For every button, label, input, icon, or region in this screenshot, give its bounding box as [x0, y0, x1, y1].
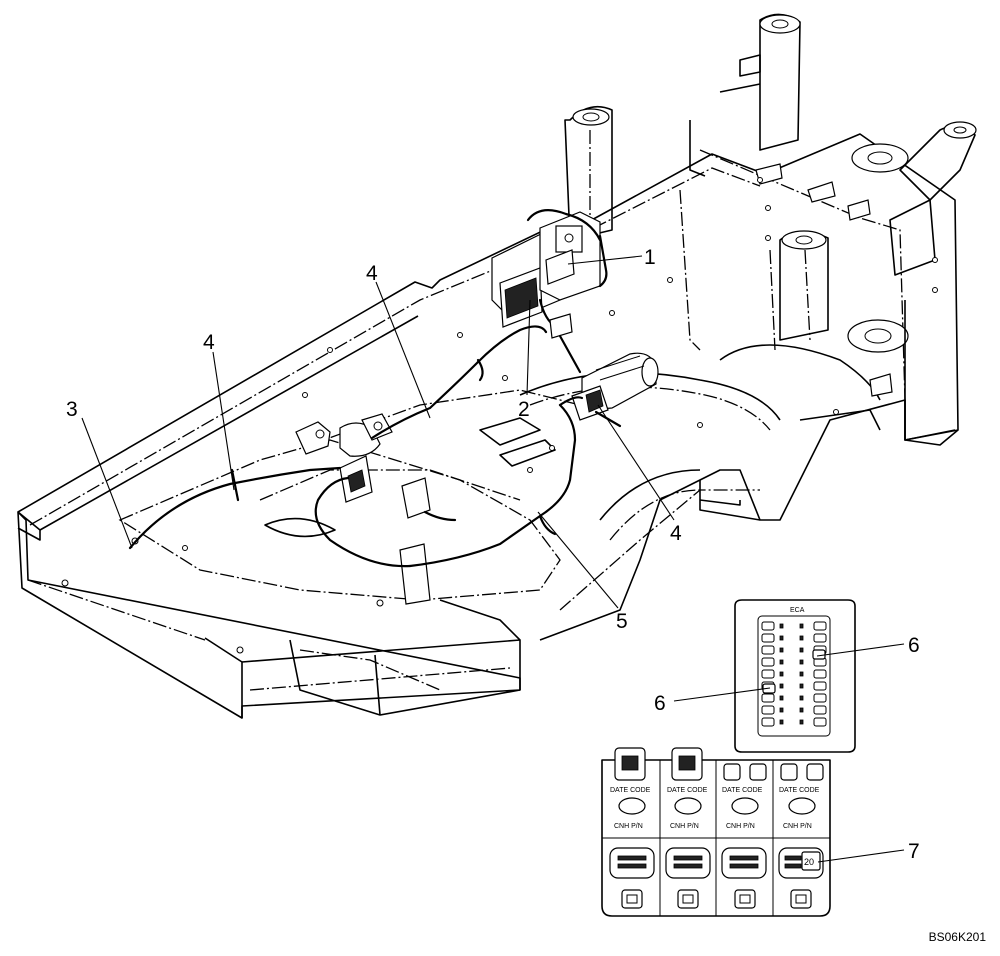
relay-3-date-code: DATE CODE — [722, 787, 763, 794]
leader-lines — [81, 255, 905, 863]
callout-4-right: 4 — [670, 522, 682, 545]
relay-3-pn: CNH P/N — [726, 823, 755, 830]
callout-3: 3 — [66, 398, 78, 421]
callout-5: 5 — [616, 610, 628, 633]
fuse-slots — [761, 621, 827, 727]
controller-assembly — [491, 209, 608, 339]
chassis-frame — [17, 13, 977, 719]
callout-1: 1 — [644, 246, 656, 269]
callout-4-left: 4 — [203, 331, 215, 354]
relay-1: DATE CODE CNH P/N — [609, 747, 655, 909]
relay-4: DATE CODE CNH P/N 20 — [778, 763, 824, 909]
relay-4-pn: CNH P/N — [783, 823, 812, 830]
relay-1-pn: CNH P/N — [614, 823, 643, 830]
wire-harness — [128, 325, 622, 568]
relay-3: DATE CODE CNH P/N — [721, 763, 767, 909]
starter-motor — [571, 352, 659, 421]
callout-6-left: 6 — [654, 692, 666, 715]
relay-2-pn: CNH P/N — [670, 823, 699, 830]
fuse-panel-label: ECA — [790, 607, 805, 614]
relay-4-date-code: DATE CODE — [779, 787, 820, 794]
callout-7: 7 — [908, 840, 920, 863]
relay-1-date-code: DATE CODE — [610, 787, 651, 794]
relay-block: DATE CODE CNH P/N DATE CODE CNH P/N — [601, 747, 831, 917]
callout-6-right: 6 — [908, 634, 920, 657]
fuse-panel: ECA — [734, 599, 856, 753]
drawing-code: BS06K201 — [928, 930, 986, 944]
solenoid-left — [295, 413, 431, 605]
callout-2: 2 — [518, 398, 530, 421]
relay-2-date-code: DATE CODE — [667, 787, 708, 794]
callouts: 1 2 3 4 4 4 5 6 6 7 — [66, 246, 920, 863]
relay-number: 20 — [804, 857, 814, 867]
relay-2: DATE CODE CNH P/N — [665, 747, 711, 909]
callout-4-center: 4 — [366, 262, 378, 285]
